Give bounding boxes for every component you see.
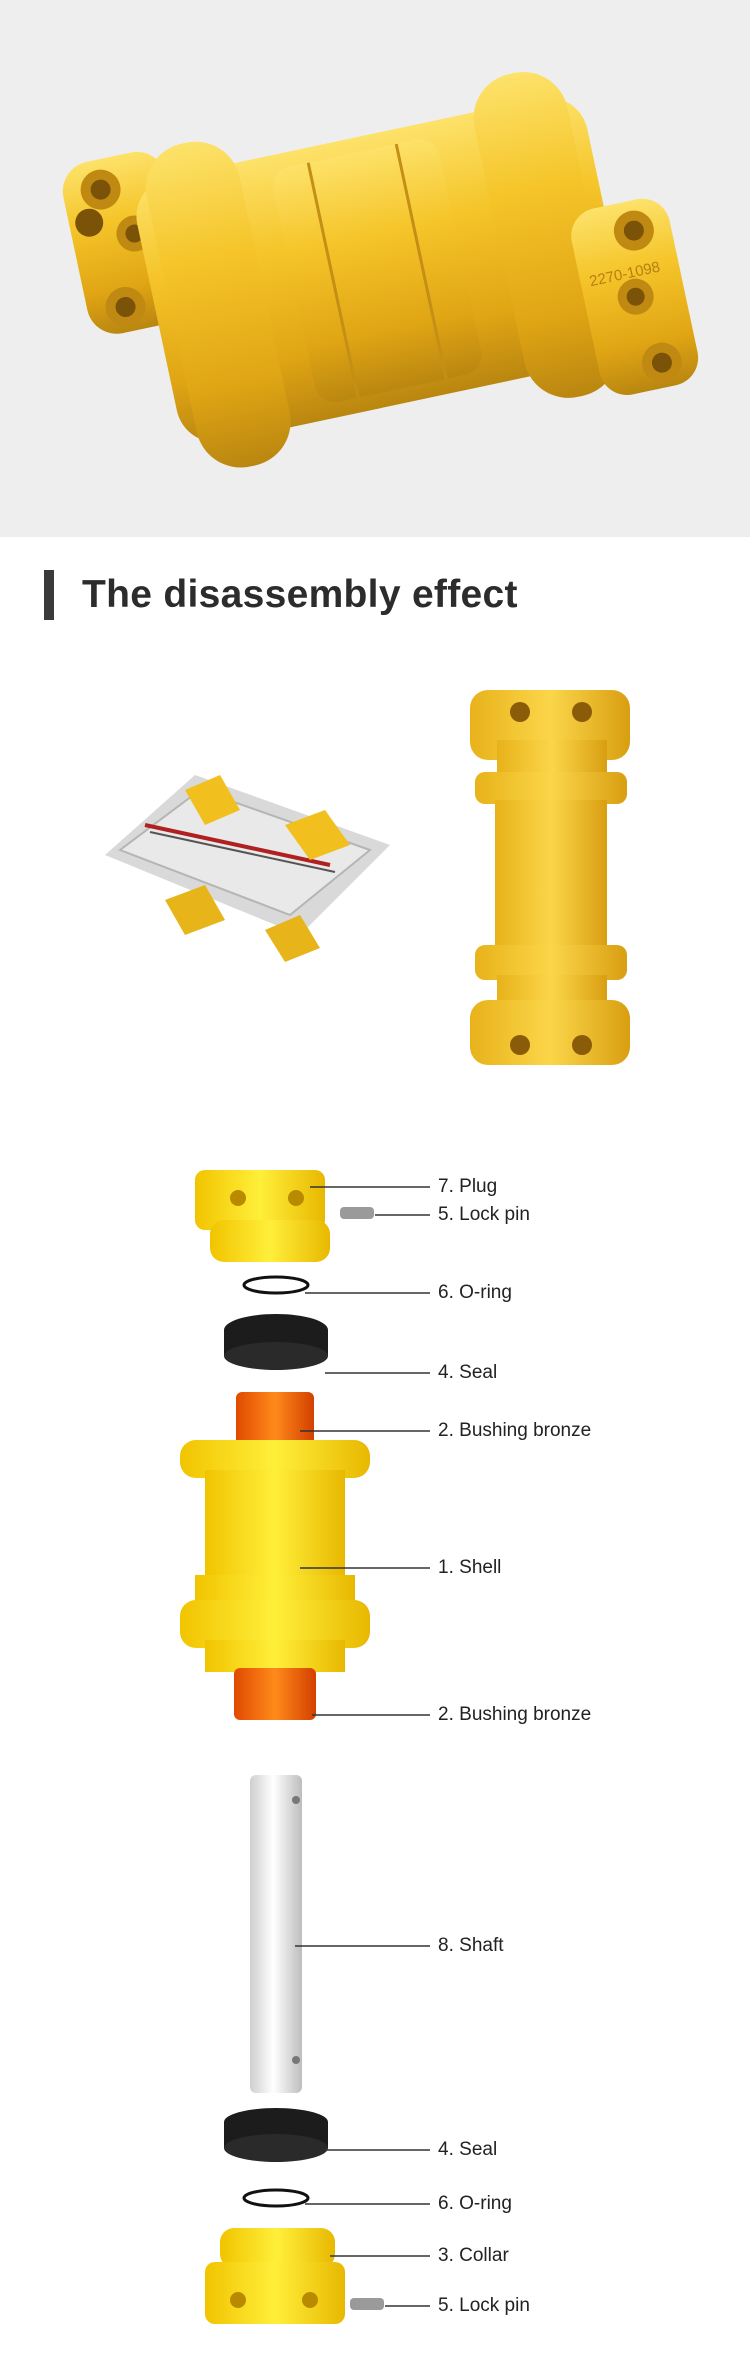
- collar-part: [205, 2228, 345, 2324]
- seal-part-bottom: [224, 2108, 328, 2162]
- shell-part: [180, 1440, 370, 1672]
- label-bushing-bronze-bottom: 2. Bushing bronze: [438, 1704, 592, 1725]
- section-heading: The disassembly effect: [44, 568, 518, 622]
- lock-pin-part-top: [340, 1207, 374, 1219]
- track-roller-illustration: 2270-1098: [62, 72, 699, 468]
- exploded-view-diagram: [180, 1170, 430, 2324]
- label-collar: 3. Collar: [438, 2245, 509, 2266]
- o-ring-part-bottom: [242, 2188, 310, 2208]
- bushing-bronze-part-bottom: [234, 1668, 316, 1720]
- heading-accent-bar: [44, 570, 54, 620]
- seal-part-top: [224, 1314, 328, 1370]
- label-shaft: 8. Shaft: [438, 1935, 504, 1956]
- shaft-part: [250, 1775, 302, 2093]
- page-title: The disassembly effect: [82, 573, 518, 616]
- hero-product-photo: 2270-1098: [0, 0, 750, 537]
- leader-lines: [295, 1186, 430, 2307]
- label-lock-pin-bottom: 5. Lock pin: [438, 2295, 530, 2316]
- label-o-ring-top: 6. O-ring: [438, 1282, 512, 1303]
- plug-part: [195, 1170, 330, 1262]
- label-plug: 7. Plug: [438, 1176, 498, 1197]
- label-lock-pin-top: 5. Lock pin: [438, 1204, 530, 1225]
- upright-roller-image: [470, 690, 630, 1065]
- label-seal-bottom: 4. Seal: [438, 2139, 498, 2160]
- label-o-ring-bottom: 6. O-ring: [438, 2193, 512, 2214]
- lock-pin-part-bottom: [350, 2298, 384, 2310]
- bushing-bronze-part-top: [236, 1392, 314, 1447]
- label-bushing-bronze-top: 2. Bushing bronze: [438, 1420, 592, 1441]
- disassembly-photos: [105, 690, 630, 1065]
- label-shell: 1. Shell: [438, 1557, 502, 1578]
- o-ring-part-top: [242, 1275, 310, 1295]
- cutaway-model-image: [105, 775, 390, 962]
- label-seal-top: 4. Seal: [438, 1362, 498, 1383]
